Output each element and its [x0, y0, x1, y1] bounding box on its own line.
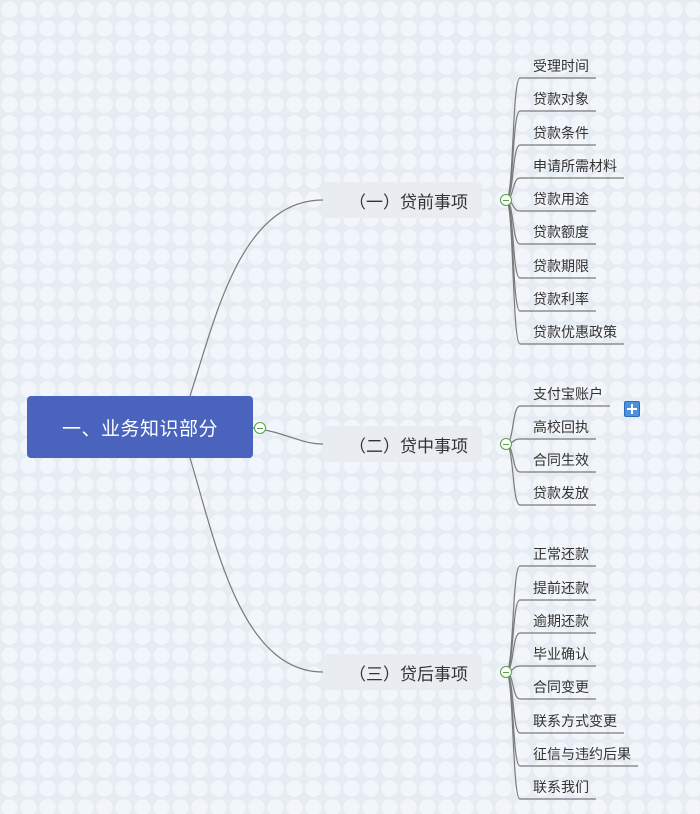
leaf-topic[interactable]: 正常还款: [533, 547, 589, 563]
leaf-topic[interactable]: 毕业确认: [533, 647, 589, 663]
leaf-topic[interactable]: 申请所需材料: [533, 159, 617, 175]
leaf-topic[interactable]: 逾期还款: [533, 614, 589, 630]
leaf-topic[interactable]: 贷款发放: [533, 486, 589, 502]
leaf-topic[interactable]: 贷款期限: [533, 259, 589, 275]
branch-label: （三）贷后事项: [349, 664, 468, 685]
leaf-connector-line: [505, 438, 596, 445]
leaf-topic[interactable]: 支付宝账户: [533, 387, 603, 403]
leaf-connector-line: [505, 671, 596, 800]
branch-topic-post-loan[interactable]: （三）贷后事项: [323, 654, 482, 690]
branch-collapse-toggle[interactable]: [500, 666, 512, 678]
root-topic-label: 一、业务知识部分: [61, 417, 218, 440]
leaf-topic[interactable]: 合同变更: [533, 680, 589, 696]
leaf-topic[interactable]: 高校回执: [533, 420, 589, 436]
branch-label: （一）贷前事项: [349, 192, 468, 213]
leaf-topic[interactable]: 贷款利率: [533, 292, 589, 308]
leaf-topic[interactable]: 联系我们: [533, 780, 589, 796]
branch-label: （二）贷中事项: [349, 436, 468, 457]
branch-collapse-toggle[interactable]: [500, 438, 512, 450]
leaf-connector-line: [505, 199, 624, 345]
leaf-topic[interactable]: 合同生效: [533, 453, 589, 469]
leaf-topic[interactable]: 联系方式变更: [533, 714, 617, 730]
leaf-topic[interactable]: 征信与违约后果: [533, 747, 631, 763]
branch-topic-in-loan[interactable]: （二）贷中事项: [323, 426, 482, 462]
branch-collapse-toggle[interactable]: [500, 194, 512, 206]
leaf-topic[interactable]: 提前还款: [533, 581, 589, 597]
root-collapse-toggle[interactable]: [254, 422, 266, 434]
leaf-topic[interactable]: 贷款对象: [533, 92, 589, 108]
leaf-topic[interactable]: 受理时间: [533, 59, 589, 75]
branch-topic-pre-loan[interactable]: （一）贷前事项: [323, 182, 482, 218]
leaf-topic[interactable]: 贷款条件: [533, 126, 589, 142]
leaf-topic[interactable]: 贷款用途: [533, 192, 589, 208]
leaf-topic[interactable]: 贷款额度: [533, 225, 589, 241]
root-to-branch-line: [189, 457, 324, 673]
root-topic[interactable]: 一、业务知识部分: [27, 396, 253, 458]
leaf-topic[interactable]: 贷款优惠政策: [533, 325, 617, 341]
expand-plus-icon[interactable]: [624, 401, 640, 417]
leaf-connector-line: [505, 665, 596, 673]
root-to-branch-line: [189, 199, 324, 397]
